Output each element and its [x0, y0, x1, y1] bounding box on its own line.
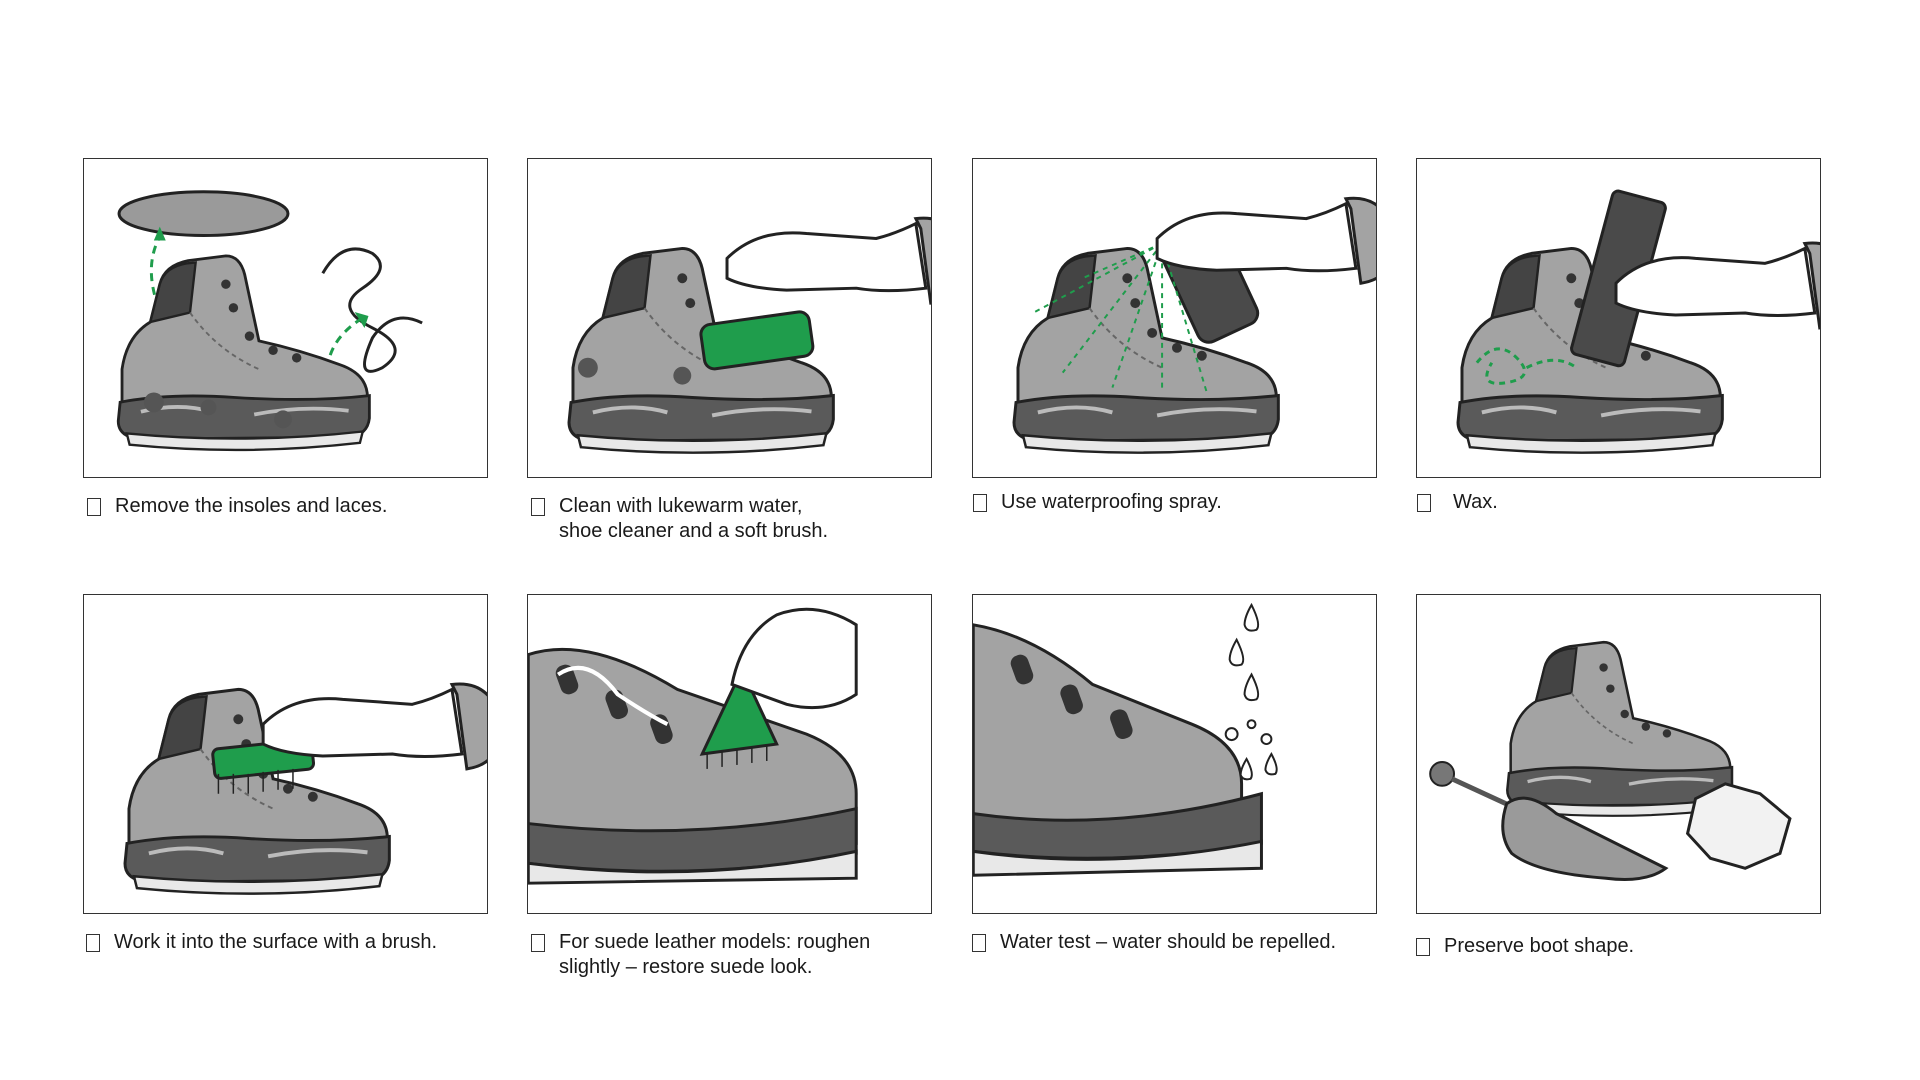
step-3-checkbox[interactable]: [973, 494, 987, 512]
suede-brush-icon: [699, 666, 779, 769]
laces-icon: [321, 247, 423, 373]
step-6-checkbox[interactable]: [531, 934, 545, 952]
step-2-illustration: [527, 158, 932, 478]
step-2-checkbox[interactable]: [531, 498, 545, 516]
water-drops-icon: [1224, 602, 1278, 781]
step-3-illustration: [972, 158, 1377, 478]
step-7-caption: Water test – water should be repelled.: [1000, 931, 1337, 953]
step-6-illustration: [527, 594, 932, 914]
step-5: Work it into the surface with a brush.: [86, 930, 437, 955]
step-4-illustration: [1416, 158, 1821, 478]
step-5-caption: Work it into the surface with a brush.: [114, 931, 438, 953]
shoe-tree-icon: [1429, 760, 1669, 881]
crumpled-paper-icon: [1685, 782, 1792, 870]
step-7-checkbox[interactable]: [972, 934, 986, 952]
step-4-caption: Wax.: [1453, 491, 1498, 513]
step-2-caption: Clean with lukewarm water,shoe cleaner a…: [559, 495, 829, 542]
step-7-illustration: [972, 594, 1377, 914]
step-2: Clean with lukewarm water,shoe cleaner a…: [531, 494, 828, 544]
step-8-caption: Preserve boot shape.: [1444, 935, 1635, 957]
step-4: Wax.: [1417, 490, 1498, 515]
step-1-illustration: [83, 158, 488, 478]
step-3-caption: Use waterproofing spray.: [1001, 491, 1222, 513]
step-4-checkbox[interactable]: [1417, 494, 1431, 512]
step-1: Remove the insoles and laces.: [87, 494, 387, 519]
step-5-checkbox[interactable]: [86, 934, 100, 952]
step-1-caption: Remove the insoles and laces.: [115, 495, 388, 517]
step-8-checkbox[interactable]: [1416, 938, 1430, 956]
step-5-illustration: [83, 594, 488, 914]
insole-icon: [117, 190, 290, 238]
step-7: Water test – water should be repelled.: [972, 930, 1336, 955]
step-8-illustration: [1416, 594, 1821, 914]
step-8: Preserve boot shape.: [1416, 934, 1634, 959]
green-brush-icon: [699, 310, 815, 371]
step-3: Use waterproofing spray.: [973, 490, 1222, 515]
step-1-checkbox[interactable]: [87, 498, 101, 516]
